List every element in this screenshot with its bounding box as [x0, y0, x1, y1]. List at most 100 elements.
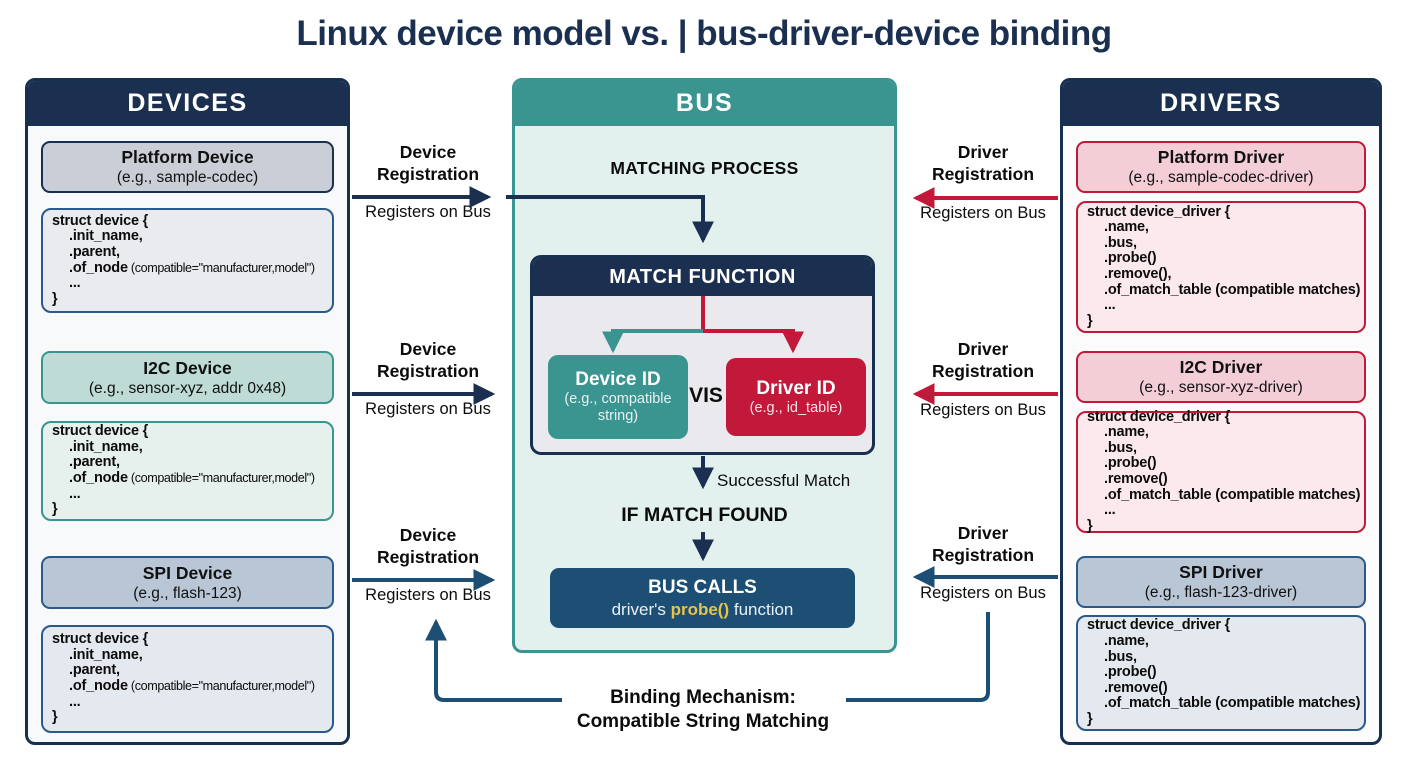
struct-code-line: .probe() [1104, 250, 1157, 267]
binding-mechanism-line1: Binding Mechanism: [610, 687, 796, 708]
struct-code-line: .init_name, [69, 646, 143, 663]
struct-code-line: struct device_driver { [1087, 203, 1231, 220]
spi-device-name: SPI Device [142, 562, 233, 583]
match-function-title: MATCH FUNCTION [533, 258, 872, 296]
struct-code-line: } [1087, 312, 1093, 329]
struct-code-line: struct device { [52, 423, 149, 440]
struct-code-line: ... [69, 275, 81, 292]
struct-code-line: .probe() [1104, 664, 1157, 681]
drivers-panel-header: DRIVERS [1063, 81, 1379, 126]
bus-panel-header: BUS [515, 81, 894, 126]
platform-device-card: Platform Device (e.g., sample-codec) [41, 141, 334, 193]
struct-code-line: .init_name, [69, 228, 143, 245]
struct-code-line: .of_node (compatible="manufacturer,model… [69, 259, 315, 276]
registers-on-bus-label-5: Registers on Bus [920, 401, 1046, 419]
struct-code-line: ... [1104, 502, 1116, 519]
driver-registration-label-2: Driver Registration [931, 339, 1035, 381]
binding-mechanism-label: Binding Mechanism: Compatible String Mat… [543, 686, 863, 733]
struct-code-line: ... [1104, 297, 1116, 314]
spi-driver-card: SPI Driver (e.g., flash-123-driver) [1076, 556, 1366, 608]
bus-calls-prefix: driver's [611, 600, 671, 619]
struct-code-line: .bus, [1104, 648, 1137, 665]
struct-code-line: } [52, 290, 58, 307]
registers-on-bus-label-4: Registers on Bus [920, 204, 1046, 222]
platform-device-struct: struct device {.init_name,.parent,.of_no… [41, 208, 334, 313]
platform-device-name: Platform Device [121, 147, 254, 167]
spi-driver-name: SPI Driver [1179, 562, 1263, 582]
devices-panel: DEVICES Platform Device (e.g., sample-co… [25, 78, 350, 745]
struct-code-line: .of_match_table (compatible matches) [1104, 695, 1361, 712]
struct-code-line: .init_name, [69, 438, 143, 455]
devices-panel-header: DEVICES [28, 81, 347, 126]
bus-calls-subtitle: driver's probe() function [550, 599, 855, 620]
struct-code-line: .bus, [1104, 439, 1137, 456]
spi-driver-struct: struct device_driver {.name,.bus,.probe(… [1076, 615, 1366, 731]
struct-code-line: .name, [1104, 424, 1149, 441]
platform-device-example: (e.g., sample-codec) [116, 169, 259, 186]
device-registration-label-1: Device Registration [376, 142, 480, 184]
probe-highlight: probe() [670, 600, 730, 619]
bus-calls-suffix: function [729, 600, 794, 619]
struct-code-line: .parent, [69, 243, 120, 260]
registers-on-bus-label-1: Registers on Bus [365, 203, 491, 221]
device-id-example: (e.g., compatible string) [564, 391, 672, 424]
i2c-device-struct: struct device {.init_name,.parent,.of_no… [41, 421, 334, 521]
platform-driver-card: Platform Driver (e.g., sample-codec-driv… [1076, 141, 1366, 193]
struct-code-line: struct device { [52, 631, 149, 648]
driver-registration-label-1: Driver Registration [931, 142, 1035, 184]
i2c-driver-struct: struct device_driver {.name,.bus,.probe(… [1076, 408, 1366, 534]
driver-id-example: (e.g., id_table) [749, 399, 843, 416]
struct-code-line: struct device { [52, 212, 149, 229]
registers-on-bus-label-2: Registers on Bus [365, 400, 491, 418]
struct-code-line: ... [69, 693, 81, 710]
matching-process-label: MATCHING PROCESS [610, 158, 799, 178]
device-id-name: Device ID [575, 369, 661, 390]
struct-code-line: .remove(), [1104, 266, 1172, 282]
struct-code-line: ... [69, 485, 81, 502]
binding-mechanism-line2: Compatible String Matching [576, 710, 830, 732]
drivers-panel: DRIVERS Platform Driver (e.g., sample-co… [1060, 78, 1382, 745]
driver-id-box: Driver ID (e.g., id_table) [726, 358, 866, 436]
i2c-driver-example: (e.g., sensor-xyz-driver) [1139, 379, 1303, 396]
platform-driver-example: (e.g., sample-codec-driver) [1128, 169, 1314, 186]
if-match-found-label: IF MATCH FOUND [621, 504, 788, 526]
struct-code-line: .probe() [1104, 455, 1157, 472]
bus-calls-box: BUS CALLS driver's probe() function [550, 568, 855, 628]
page-title: Linux device model vs. | bus-driver-devi… [296, 14, 1112, 53]
spi-device-example: (e.g., flash-123) [133, 584, 242, 602]
registers-on-bus-label-3: Registers on Bus [365, 586, 491, 604]
i2c-device-example: (e.g., sensor-xyz, addr 0x48) [88, 379, 287, 397]
device-id-box: Device ID (e.g., compatible string) [548, 355, 688, 439]
device-registration-label-3: Device Registration [376, 525, 480, 567]
struct-code-line: .name, [1104, 219, 1149, 236]
struct-code-line: .parent, [69, 662, 120, 679]
i2c-driver-card: I2C Driver (e.g., sensor-xyz-driver) [1076, 351, 1366, 403]
struct-code-line: .of_match_table (compatible matches) [1104, 281, 1361, 298]
struct-code-line: .of_node (compatible="manufacturer,model… [69, 470, 315, 486]
struct-code-line: .bus, [1104, 234, 1137, 251]
struct-code-line: } [52, 709, 58, 726]
i2c-driver-name: I2C Driver [1179, 357, 1263, 377]
platform-driver-name: Platform Driver [1157, 147, 1285, 167]
device-registration-label-2: Device Registration [376, 339, 480, 381]
struct-code-line: .parent, [69, 454, 120, 471]
platform-driver-struct: struct device_driver {.name,.bus,.probe(… [1076, 201, 1366, 333]
spi-device-card: SPI Device (e.g., flash-123) [41, 556, 334, 609]
registers-on-bus-label-6: Registers on Bus [920, 584, 1046, 602]
struct-code-line: .remove() [1104, 679, 1168, 696]
struct-code-line: .of_match_table (compatible matches) [1104, 486, 1361, 503]
struct-code-line: .name, [1104, 633, 1149, 650]
spi-device-struct: struct device {.init_name,.parent,.of_no… [41, 625, 334, 733]
struct-code-line: .of_node (compatible="manufacturer,model… [69, 678, 315, 694]
struct-code-line: } [52, 501, 58, 518]
struct-code-line: } [1087, 517, 1093, 534]
struct-code-line: struct device_driver { [1087, 617, 1231, 634]
struct-code-line: struct device_driver { [1087, 408, 1231, 425]
vs-label: VIS [689, 384, 723, 407]
struct-code-line: .remove() [1104, 471, 1168, 487]
bus-calls-title: BUS CALLS [648, 577, 757, 598]
driver-registration-label-3: Driver Registration [931, 523, 1035, 565]
spi-driver-example: (e.g., flash-123-driver) [1144, 584, 1298, 601]
driver-id-name: Driver ID [756, 377, 836, 399]
struct-code-line: } [1087, 710, 1093, 727]
